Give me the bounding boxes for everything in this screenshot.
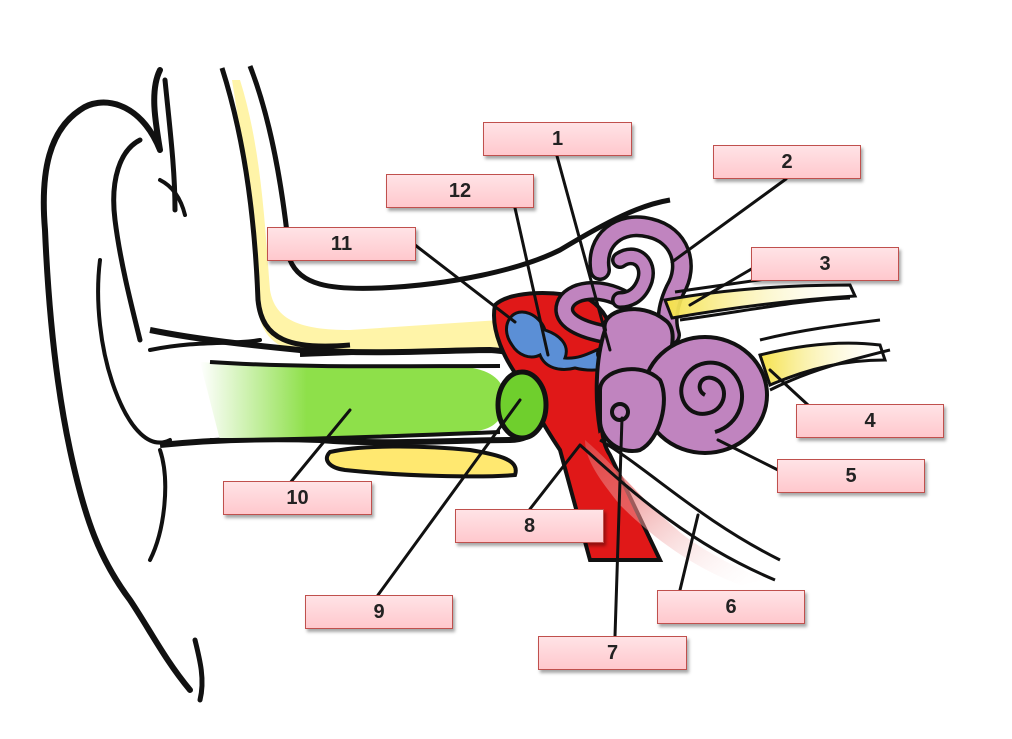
label-5: 5 xyxy=(777,459,925,493)
leader-line-1 xyxy=(555,154,612,352)
label-11: 11 xyxy=(267,227,416,261)
leader-line-8 xyxy=(528,443,582,511)
leader-line-7 xyxy=(613,416,624,638)
label-10: 10 xyxy=(223,481,372,515)
label-12: 12 xyxy=(386,174,534,208)
label-6: 6 xyxy=(657,590,805,624)
label-8: 8 xyxy=(455,509,604,543)
label-4: 4 xyxy=(796,404,944,438)
leader-line-10 xyxy=(288,408,352,485)
inner-ear xyxy=(554,215,769,455)
leader-line-5 xyxy=(716,438,780,472)
label-3: 3 xyxy=(751,247,899,281)
leader-line-9 xyxy=(376,398,522,597)
leader-line-2 xyxy=(670,177,788,264)
eardrum xyxy=(495,369,549,441)
leader-line-6 xyxy=(678,513,700,592)
leader-line-12 xyxy=(513,206,550,357)
leader-line-4 xyxy=(768,368,810,407)
label-7: 7 xyxy=(538,636,687,670)
leader-line-11 xyxy=(413,243,517,324)
leader-line-3 xyxy=(688,262,762,307)
label-1: 1 xyxy=(483,122,632,156)
label-9: 9 xyxy=(305,595,453,629)
leader-lines xyxy=(288,154,810,638)
label-2: 2 xyxy=(713,145,861,179)
